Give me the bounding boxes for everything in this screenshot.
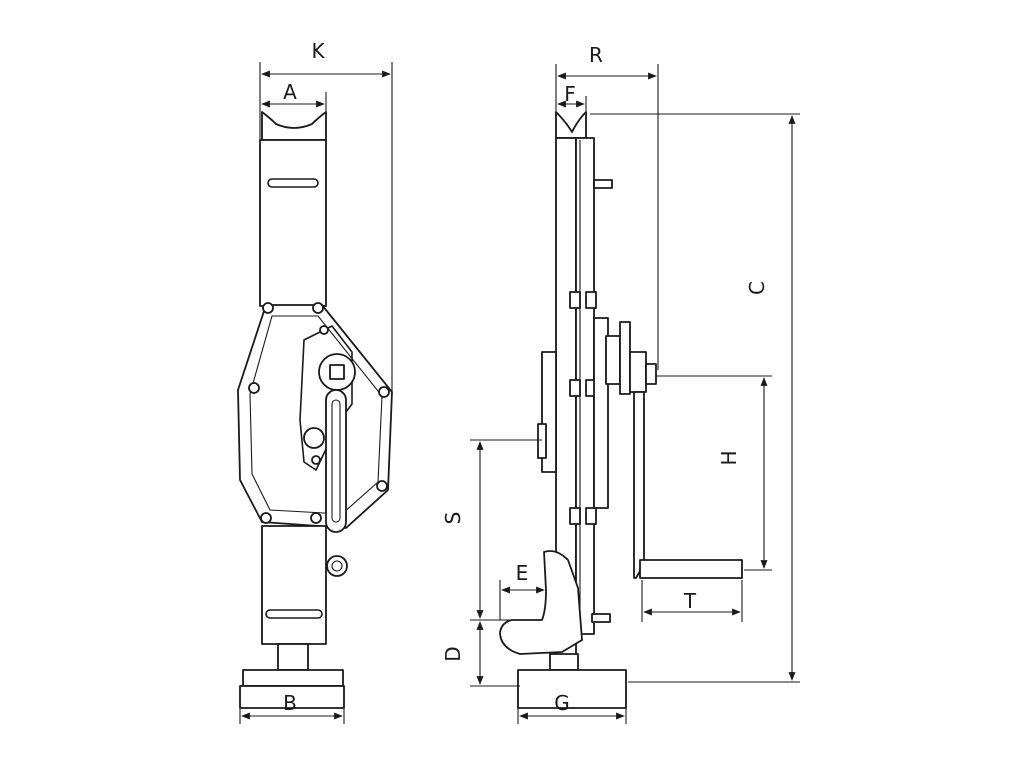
side-crank-handle xyxy=(639,559,743,579)
front-foot-roller xyxy=(326,555,348,577)
label-E: E xyxy=(516,561,529,585)
front-saddle xyxy=(261,111,327,141)
side-lower-pin xyxy=(591,613,611,623)
front-housing xyxy=(237,304,393,529)
front-slot-upper xyxy=(267,178,319,188)
front-square-drive xyxy=(329,364,345,380)
side-view xyxy=(499,111,743,709)
side-crank-disc xyxy=(605,335,621,385)
label-D: D xyxy=(441,646,465,661)
label-S: S xyxy=(441,512,465,525)
side-pin-stub xyxy=(537,423,547,459)
front-lower-column xyxy=(261,525,327,645)
front-base-foot xyxy=(239,685,345,709)
side-toe xyxy=(499,550,583,655)
label-B: B xyxy=(283,691,297,715)
side-crank-nut xyxy=(645,363,657,385)
label-R: R xyxy=(589,43,603,67)
front-lever-slot xyxy=(331,399,341,523)
label-H: H xyxy=(717,450,741,465)
label-A: A xyxy=(283,80,297,104)
label-F: F xyxy=(564,82,576,106)
front-pivot xyxy=(303,427,325,449)
dimension-lines xyxy=(239,62,800,724)
label-C: C xyxy=(745,281,769,295)
dimension-labels: K A B R F C H S E D T G xyxy=(283,39,769,715)
side-top-pin xyxy=(593,179,613,189)
side-crank-arm xyxy=(633,391,645,579)
front-slot-lower xyxy=(265,609,323,619)
side-gear-housing xyxy=(593,317,609,509)
front-base xyxy=(242,669,344,687)
front-view xyxy=(237,111,393,709)
front-lever xyxy=(325,389,347,533)
side-saddle xyxy=(555,111,587,139)
side-crank-block xyxy=(619,321,631,395)
label-T: T xyxy=(683,589,697,613)
side-crank-hub xyxy=(629,351,647,393)
front-rack-upper xyxy=(259,139,327,307)
side-base xyxy=(517,669,627,709)
front-housing-bolts xyxy=(248,302,390,524)
label-G: G xyxy=(554,691,570,715)
label-K: K xyxy=(311,39,325,63)
side-bolts xyxy=(569,291,597,525)
side-neck xyxy=(549,653,579,671)
front-neck xyxy=(277,643,309,671)
